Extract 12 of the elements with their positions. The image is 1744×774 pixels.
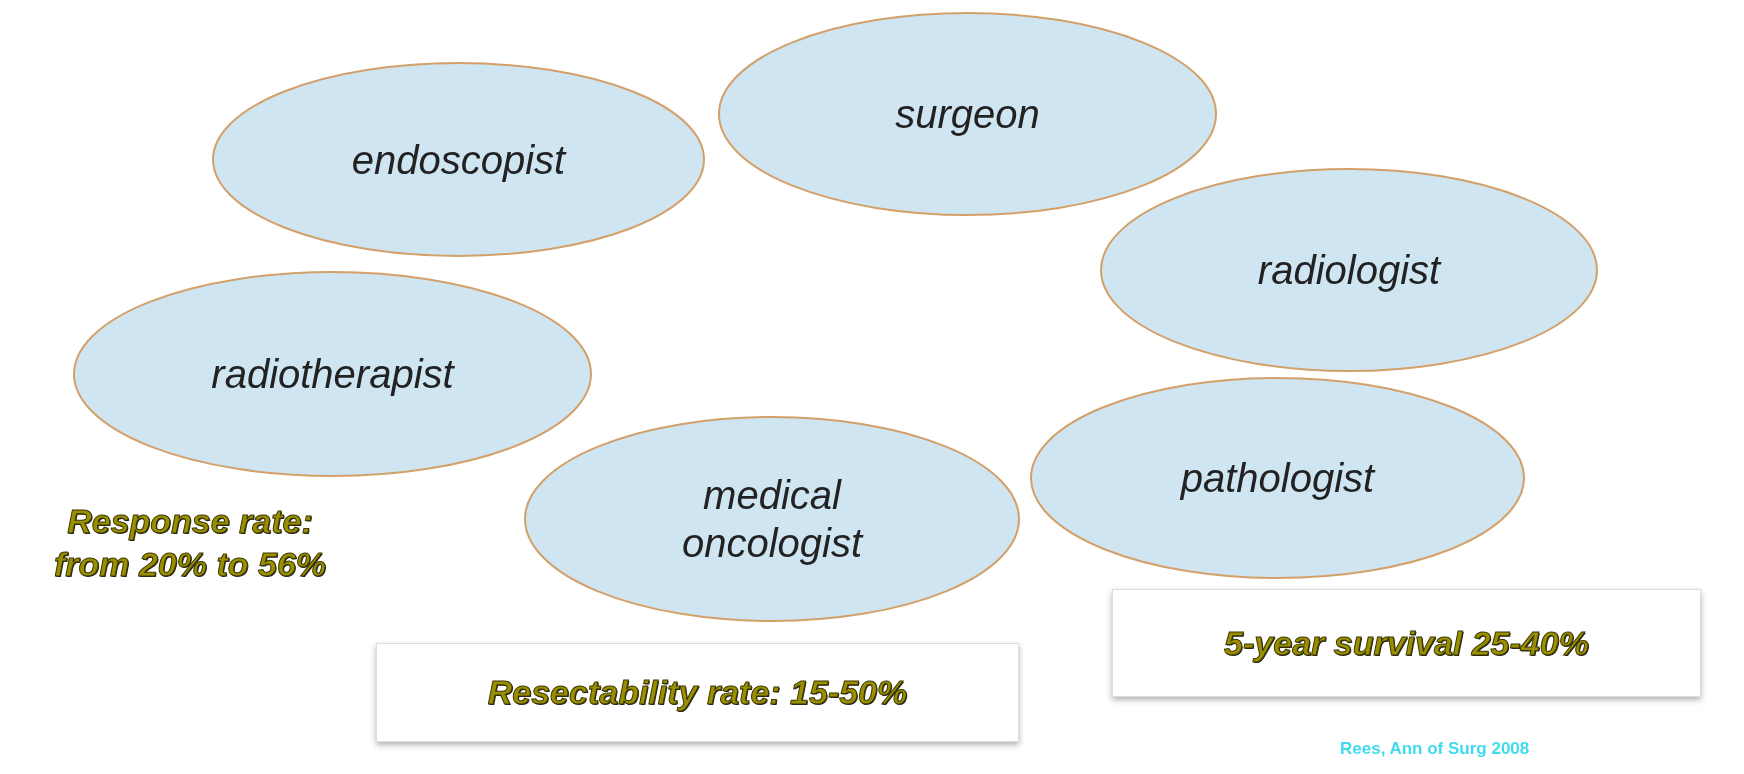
stat-text: 5-year survival 25-40% <box>1224 623 1589 663</box>
role-label: endoscopist <box>351 136 566 184</box>
stat-card <box>376 643 1019 742</box>
role-label: radiotherapist <box>211 351 454 398</box>
stat-card <box>1112 589 1701 697</box>
role-label: radiologist <box>1257 247 1441 294</box>
stat-text: Response rate: from 20% to 56% <box>52 501 328 585</box>
stat-text: Resectability rate: 15-50% <box>487 673 908 712</box>
role-label: medical oncologist <box>680 472 865 567</box>
role-label: surgeon <box>895 91 1040 138</box>
role-label: pathologist <box>1180 455 1375 502</box>
citation-text: Rees, Ann of Surg 2008 <box>1340 738 1531 760</box>
